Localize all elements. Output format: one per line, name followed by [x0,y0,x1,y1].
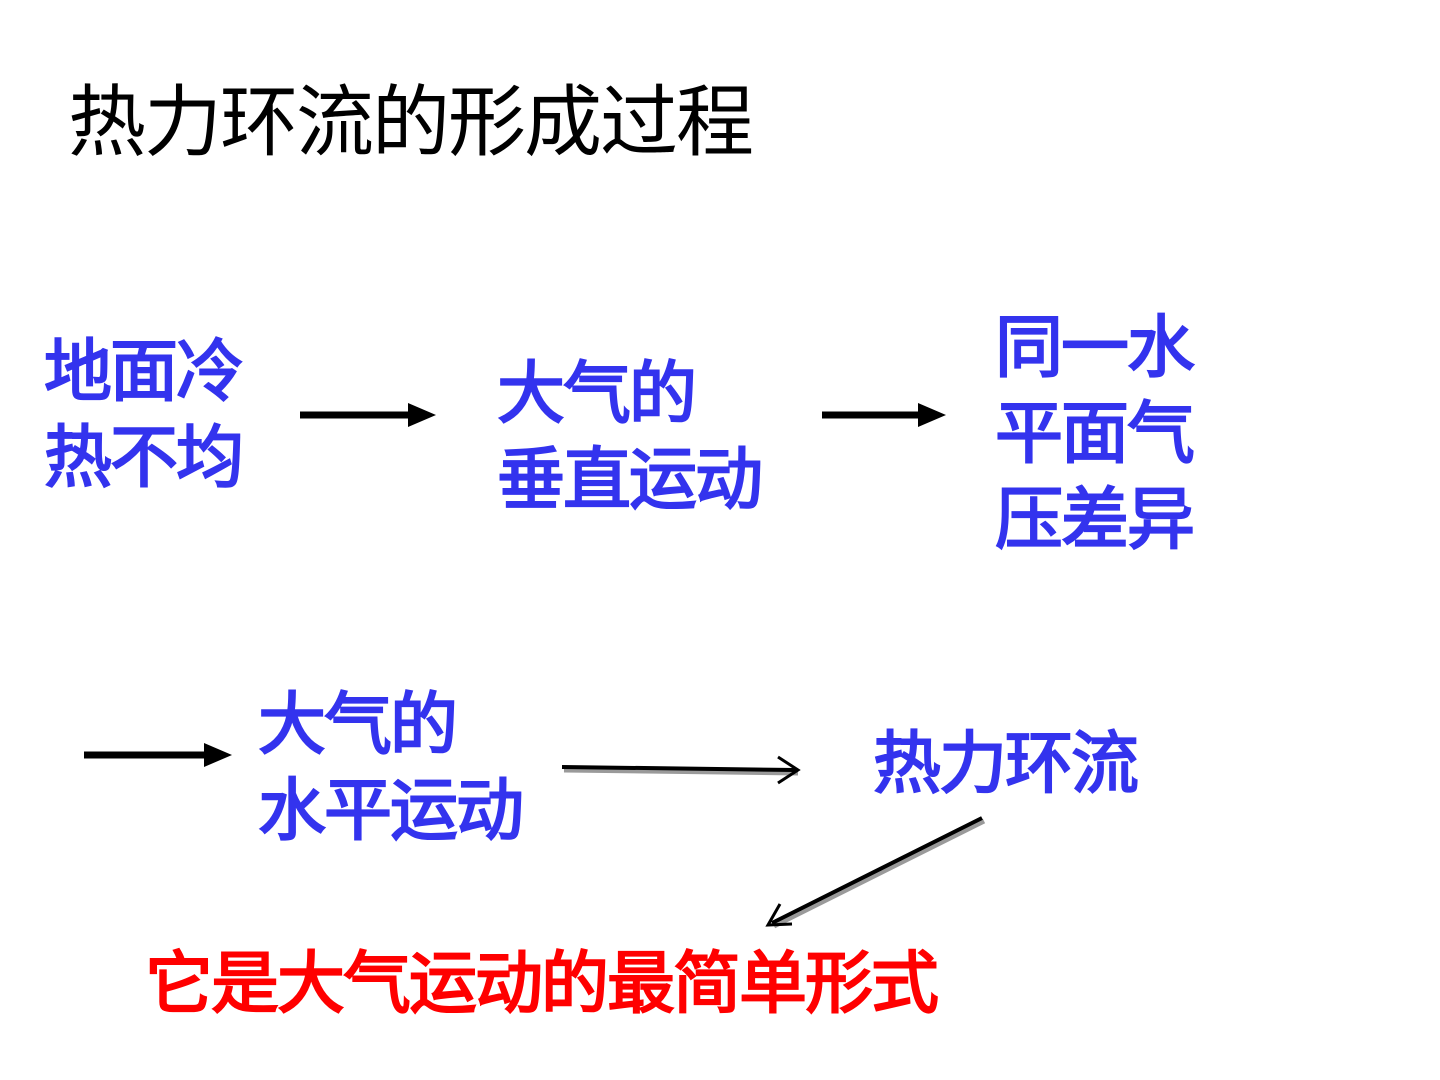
node-thermal-circulation: 热力环流 [873,722,1139,808]
arrow-right-icon [84,743,232,767]
node-line: 大气的 [258,686,458,765]
node-line: 水平运动 [258,772,524,851]
node-horizontal-motion: 大气的 水平运动 [258,683,524,855]
node-line: 大气的 [497,355,697,434]
node-line: 压差异 [995,481,1195,560]
node-vertical-motion: 大气的 垂直运动 [497,352,763,524]
node-uneven-heating: 地面冷 热不均 [44,330,244,502]
slide-title: 热力环流的形成过程 [68,78,754,168]
node-line: 地面冷 [44,333,244,412]
conclusion-text: 它是大气运动的最简单形式 [145,945,939,1024]
arrow-right-icon [300,403,436,427]
arrow-right-icon [822,403,946,427]
arrow-down-left-icon [765,816,986,929]
arrow-right-open-icon [561,755,801,785]
node-line: 同一水 [995,309,1195,388]
node-line: 平面气 [995,395,1195,474]
node-line: 垂直运动 [497,441,763,520]
node-line: 热不均 [44,419,244,498]
node-line: 热力环流 [873,725,1139,804]
node-pressure-difference: 同一水 平面气 压差异 [995,306,1195,564]
